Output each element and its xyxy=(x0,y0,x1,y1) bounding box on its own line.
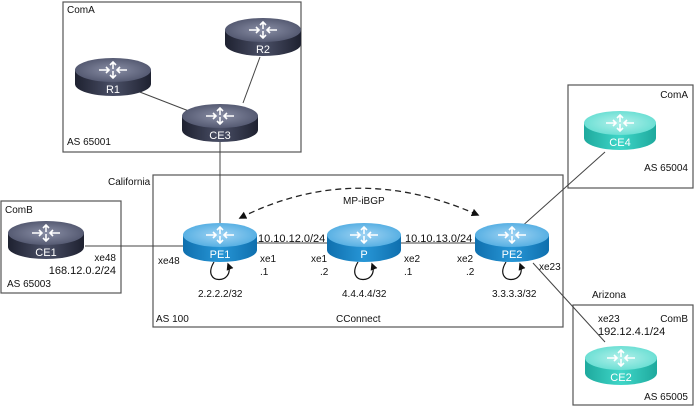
pe2-loopback-icon xyxy=(502,261,526,281)
comb-right-domain-box xyxy=(572,304,694,406)
p-xe1: xe1 xyxy=(311,254,328,265)
router-pe1-label: PE1 xyxy=(210,249,231,261)
router-top xyxy=(225,18,301,42)
router-r1-label: R1 xyxy=(106,84,120,96)
provider-name: CConnect xyxy=(336,314,381,325)
comb-left-domain-box xyxy=(0,200,122,294)
router-ce1-label: CE1 xyxy=(35,247,56,259)
router-r1[interactable]: R1 xyxy=(75,58,151,96)
provider-as: AS 100 xyxy=(156,314,189,325)
router-ce4-label: CE4 xyxy=(609,137,630,149)
pe2-loopback: 3.3.3.3/32 xyxy=(492,289,537,300)
link-pe2-ce4 xyxy=(519,151,606,229)
router-top xyxy=(183,223,257,247)
pe1-loopback-icon xyxy=(210,261,234,281)
link-r2-ce3 xyxy=(242,56,261,104)
router-top xyxy=(585,346,657,370)
router-top xyxy=(327,223,401,247)
ce1-ip: 168.12.0.2/24 xyxy=(49,265,116,277)
router-p-label: P xyxy=(360,249,367,261)
pe2-xe2: xe2 xyxy=(457,254,474,265)
provider-domain-box xyxy=(152,174,564,328)
router-ce2-label: CE2 xyxy=(610,372,631,384)
p-loopback-icon xyxy=(354,261,378,281)
ce2-interface: xe23 xyxy=(598,314,620,325)
router-ce2[interactable]: CE2 xyxy=(585,346,657,385)
link-pe2-ce2 xyxy=(532,262,606,343)
ce1-interface: xe48 xyxy=(94,253,116,264)
router-p[interactable]: P xyxy=(327,223,401,262)
comb-right-as: AS 65005 xyxy=(644,392,688,403)
router-pe2-label: PE2 xyxy=(502,249,523,261)
router-top xyxy=(584,111,656,135)
p-loopback: 4.4.4.4/32 xyxy=(342,289,387,300)
coma-right-domain-box xyxy=(567,84,694,189)
router-pe1[interactable]: PE1 xyxy=(183,223,257,262)
router-ce4[interactable]: CE4 xyxy=(584,111,656,150)
router-ce3[interactable]: CE3 xyxy=(182,104,258,142)
pe1-left-interface: xe48 xyxy=(158,256,180,267)
arizona-region: Arizona xyxy=(592,290,626,301)
pe1-xe1: xe1 xyxy=(260,254,277,265)
router-ce1[interactable]: CE1 xyxy=(8,221,84,259)
comb-left-name: ComB xyxy=(5,205,33,216)
comb-left-as: AS 65003 xyxy=(7,279,51,290)
router-r2-label: R2 xyxy=(256,44,270,56)
router-ce3-label: CE3 xyxy=(209,130,230,142)
pe1-loopback: 2.2.2.2/32 xyxy=(198,289,243,300)
p-xe1-ip: .2 xyxy=(320,267,329,278)
mp-ibgp-label: MP-iBGP xyxy=(343,196,385,207)
comb-right-name: ComB xyxy=(660,314,688,325)
coma-right-name: ComA xyxy=(660,90,688,101)
coma-top-as: AS 65001 xyxy=(67,137,111,148)
coma-right-as: AS 65004 xyxy=(644,163,688,174)
ce2-ip: 192.12.4.1/24 xyxy=(598,326,665,338)
coma-top-domain-box xyxy=(62,1,302,153)
net-pe1-p: 10.10.12.0/24 xyxy=(258,233,325,245)
p-xe2-ip: .1 xyxy=(404,267,413,278)
pe2-xe2-ip: .2 xyxy=(466,267,475,278)
provider-region: California xyxy=(108,177,151,188)
p-xe2: xe2 xyxy=(404,254,421,265)
router-top xyxy=(182,104,258,128)
router-top xyxy=(75,58,151,82)
pe1-xe1-ip: .1 xyxy=(260,267,269,278)
router-top xyxy=(475,223,549,247)
router-pe2[interactable]: PE2 xyxy=(475,223,549,262)
router-top xyxy=(8,221,84,245)
router-r2[interactable]: R2 xyxy=(225,18,301,56)
mp-ibgp-session-arc xyxy=(238,187,480,219)
net-p-pe2: 10.10.13.0/24 xyxy=(405,233,472,245)
coma-top-name: ComA xyxy=(67,5,95,16)
pe2-xe23: xe23 xyxy=(539,262,561,273)
